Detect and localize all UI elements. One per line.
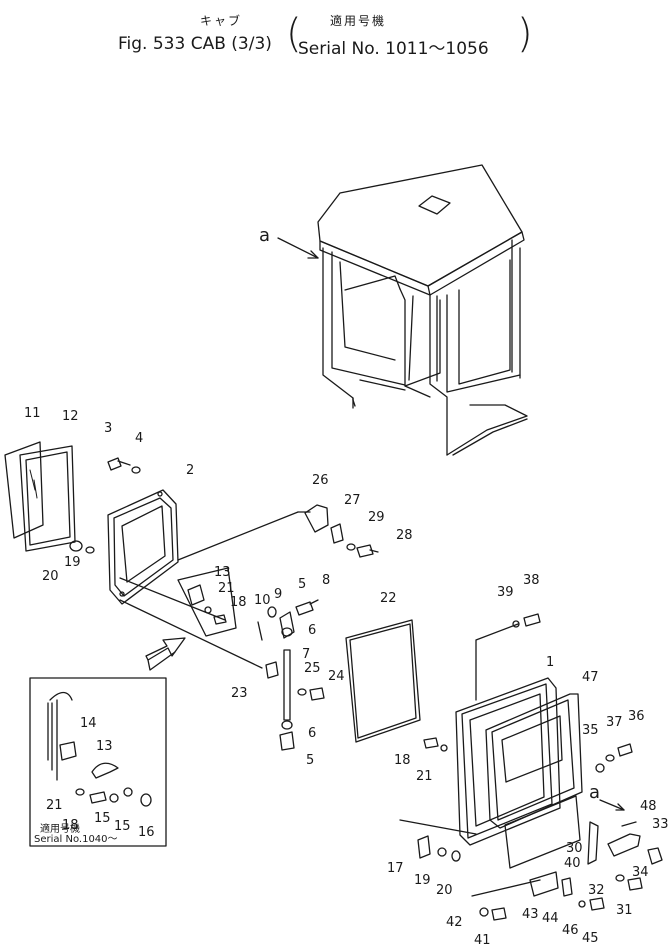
- callout-17: 17: [387, 861, 404, 876]
- callout-45: 45: [582, 931, 599, 944]
- callout-21-b: 21: [46, 798, 63, 813]
- callout-42: 42: [446, 915, 463, 930]
- callout-29: 29: [368, 510, 385, 525]
- callout-7: 7: [302, 647, 310, 662]
- callout-26: 26: [312, 473, 329, 488]
- callout-3: 3: [104, 421, 112, 436]
- callout-21-a: 21: [218, 581, 235, 596]
- callout-15-b: 15: [114, 819, 131, 834]
- callout-20-a: 20: [42, 569, 59, 584]
- callout-31: 31: [616, 903, 633, 918]
- callout-24: 24: [328, 669, 345, 684]
- callout-5-a: 5: [298, 577, 306, 592]
- callout-19-a: 19: [64, 555, 81, 570]
- callout-18-b: 18: [62, 818, 79, 833]
- callout-20-b: 20: [436, 883, 453, 898]
- callout-1: 1: [546, 655, 554, 670]
- callout-14: 14: [80, 716, 97, 731]
- callout-15-a: 15: [94, 811, 111, 826]
- callout-19-b: 19: [414, 873, 431, 888]
- callout-2: 2: [186, 463, 194, 478]
- callout-44: 44: [542, 911, 559, 926]
- callout-9: 9: [274, 587, 282, 602]
- open-paren: (: [286, 11, 302, 57]
- callout-18-c: 18: [394, 753, 411, 768]
- callout-34: 34: [632, 865, 649, 880]
- callout-28: 28: [396, 528, 413, 543]
- inset-detail-box: [29, 677, 167, 847]
- view-arrow-a-right: [599, 799, 625, 811]
- callout-33: 33: [652, 817, 669, 832]
- callout-46: 46: [562, 923, 579, 938]
- callout-12: 12: [62, 409, 79, 424]
- cab-assembly: [317, 164, 528, 456]
- serial-japanese: 適用号機: [330, 14, 387, 28]
- callout-4: 4: [135, 431, 143, 446]
- view-label-a-top: a: [259, 225, 270, 246]
- callout-39: 39: [497, 585, 514, 600]
- callout-27: 27: [344, 493, 361, 508]
- callout-11: 11: [24, 406, 41, 421]
- callout-13-b: 13: [96, 739, 113, 754]
- callout-30: 30: [566, 841, 583, 856]
- door-panel: [455, 623, 583, 869]
- callout-10: 10: [254, 593, 271, 608]
- callout-22: 22: [380, 591, 397, 606]
- callout-6-a: 6: [308, 623, 316, 638]
- callout-41: 41: [474, 933, 491, 944]
- callout-5-b: 5: [306, 753, 314, 768]
- serial-range: Serial No. 1011～1056: [298, 39, 489, 59]
- window-glass-right: [345, 619, 421, 743]
- window-glass-left: [4, 441, 76, 552]
- direction-arrow: [145, 637, 186, 661]
- close-paren: ): [517, 11, 533, 57]
- callout-38: 38: [523, 573, 540, 588]
- callout-18-a: 18: [230, 595, 247, 610]
- callout-16: 16: [138, 825, 155, 840]
- view-label-a-right: a: [589, 782, 600, 803]
- callout-25: 25: [304, 661, 321, 676]
- inset-serial-japanese: 適用号機: [40, 822, 80, 835]
- callout-43: 43: [522, 907, 539, 922]
- callout-8: 8: [322, 573, 330, 588]
- callout-23: 23: [231, 686, 248, 701]
- callout-6-b: 6: [308, 726, 316, 741]
- callout-37: 37: [606, 715, 623, 730]
- view-arrow-a-top: [277, 237, 319, 259]
- door-window-frame: [107, 489, 226, 621]
- inset-serial: Serial No.1040～: [34, 834, 118, 845]
- callout-40: 40: [564, 856, 581, 871]
- callout-36: 36: [628, 709, 645, 724]
- callout-32: 32: [588, 883, 605, 898]
- title-japanese: キャブ: [200, 14, 243, 28]
- figure-title: Fig. 533 CAB (3/3): [118, 34, 272, 54]
- callout-35: 35: [582, 723, 599, 738]
- callout-48: 48: [640, 799, 657, 814]
- callout-21-c: 21: [416, 769, 433, 784]
- callout-47: 47: [582, 670, 599, 685]
- callout-13-a: 13: [214, 565, 231, 580]
